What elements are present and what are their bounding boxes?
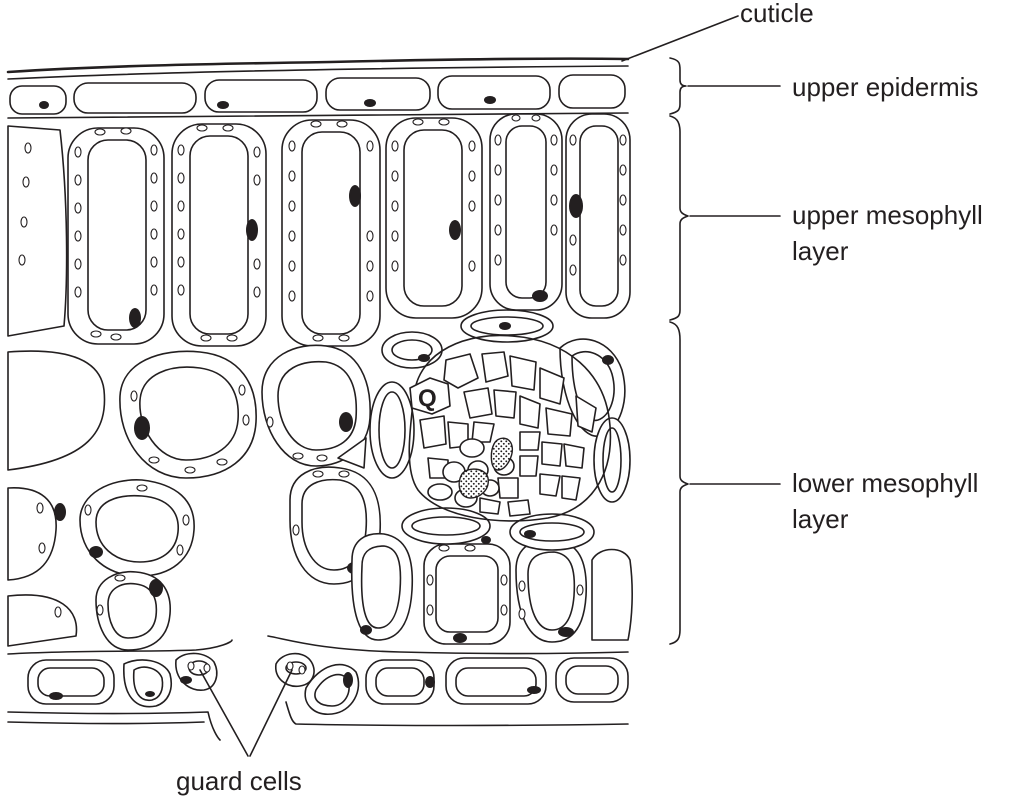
label-guard-cells: guard cells — [176, 766, 302, 796]
lower-epidermis — [8, 636, 628, 740]
label-upper-mesophyll-line1: upper mesophyll — [792, 200, 983, 230]
bracket-upper-mesophyll — [670, 116, 688, 320]
label-cuticle: cuticle — [740, 0, 814, 28]
bracket-lower-mesophyll — [670, 322, 688, 644]
label-upper-epidermis: upper epidermis — [792, 72, 978, 102]
upper-epidermis — [8, 59, 628, 118]
upper-mesophyll-palisade — [8, 114, 630, 346]
bracket-upper-epidermis — [670, 58, 686, 114]
label-lower-mesophyll-line2: layer — [792, 504, 849, 534]
label-lower-mesophyll-line1: lower mesophyll — [792, 468, 978, 498]
lower-mesophyll-spongy — [8, 332, 632, 650]
vascular-bundle — [409, 335, 610, 520]
label-upper-mesophyll-line2: layer — [792, 236, 849, 266]
label-q: Q — [418, 385, 437, 412]
